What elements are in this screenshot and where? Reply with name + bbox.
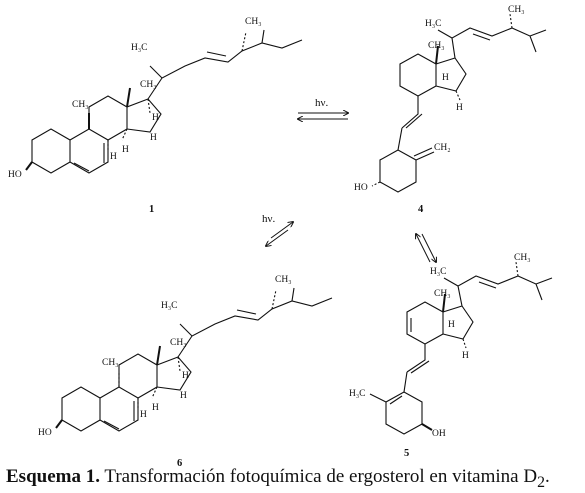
arrow-1-6-label: hν. [262,213,275,225]
compound-4-ho: HO [354,183,368,193]
compound-6-ch3-top: CH₃ [275,275,292,285]
compound-6-h-b: H [152,403,159,413]
compound-4-me18: CH₃ [428,41,445,51]
compound-4-h-b: H [456,103,463,113]
compound-1-me18: CH₃ [140,80,157,90]
compound-1-structure [25,29,303,174]
compound-5-me18: CH₃ [434,289,451,299]
figure-caption: Esquema 1. Transformación fotoquímica de… [6,466,550,492]
compound-5-labels: H₃C CH₃ CH₃ H H H₃C OH 5 [349,253,531,459]
compound-4-number: 4 [418,204,424,215]
compound-5-h3c: H₃C [430,267,447,277]
compound-6-structure [55,287,333,432]
compound-5-h-b: H [462,351,469,361]
equilibrium-arrow-1-4 [298,113,348,119]
compound-6-ho: HO [38,428,52,438]
compound-1-ho: HO [8,170,22,180]
compound-1-h-a: H [110,152,117,162]
arrow-1-4-label: hν. [315,97,328,109]
compound-4-labels: H₃C CH₃ CH₃ H H CH₂ HO 4 [354,5,525,215]
compound-6-h-a: H [140,410,147,420]
compound-6-h-d: H [180,391,187,401]
compound-1-labels: H₃C CH₃ CH₃ CH₃ H H H H HO 1 [8,17,262,215]
compound-4-ch2: CH₂ [434,143,451,153]
compound-1-h-b: H [122,145,129,155]
compound-4-structure [371,13,547,193]
compound-1-number: 1 [149,204,154,215]
caption-text: Transformación fotoquímica de ergosterol… [99,466,538,487]
caption-end: . [544,466,550,487]
compound-5-structure [369,261,553,435]
compound-5-ch3-top: CH₃ [514,253,531,263]
equilibrium-arrow-1-6 [266,222,293,246]
compound-5-oh: OH [432,429,446,439]
compound-4-ch3-top: CH₃ [508,5,525,15]
compound-1-me19: CH₃ [72,100,89,110]
compound-6-labels: H₃C CH₃ CH₃ CH₃ H H H H HO 6 [38,275,292,469]
compound-1-ch3-top: CH₃ [245,17,262,27]
equilibrium-arrow-4-5 [416,234,436,262]
compound-5-h-a: H [448,320,455,330]
compound-6-number: 6 [177,458,182,469]
compound-4-h-a: H [442,73,449,83]
compound-6-h3c: H₃C [161,301,178,311]
compound-1-h-d: H [150,133,157,143]
compound-6-me19: CH₃ [102,358,119,368]
compound-6-h-c: H [182,371,189,381]
caption-subscript: 2 [537,473,545,491]
compound-4-h3c: H₃C [425,19,442,29]
compound-5-number: 5 [404,448,409,459]
caption-label: Esquema 1. [6,466,100,487]
compound-1-h3c: H₃C [131,43,148,53]
compound-5-h3c-ring: H₃C [349,389,366,399]
compound-6-me18: CH₃ [170,338,187,348]
compound-1-h-c: H [152,113,159,123]
